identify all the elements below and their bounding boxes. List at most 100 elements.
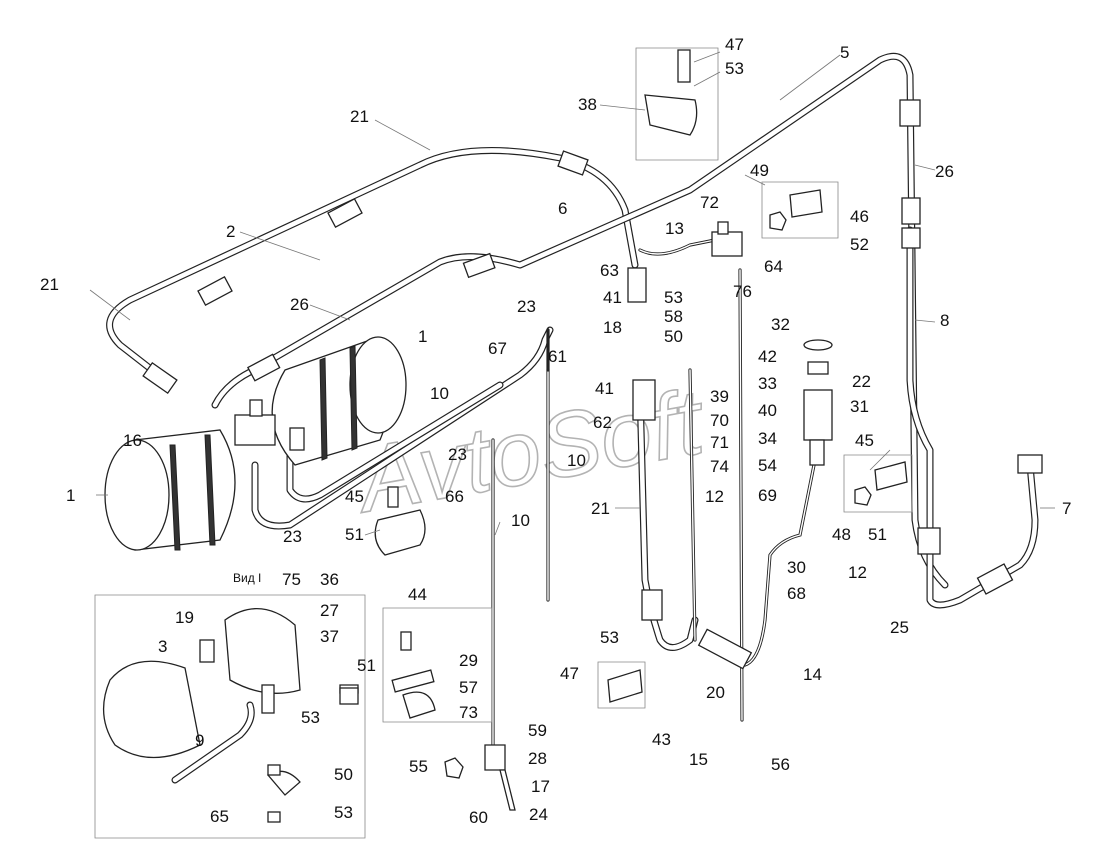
pipe-23 xyxy=(251,326,554,530)
callout-10: 10 xyxy=(511,511,530,530)
callout-53: 53 xyxy=(725,59,744,78)
callout-9: 9 xyxy=(195,731,204,750)
tube-10 xyxy=(491,328,550,747)
valve-assembly xyxy=(234,399,305,451)
callout-45: 45 xyxy=(345,487,364,506)
callout-10: 10 xyxy=(567,451,586,470)
callout-labels: 47 53 5 38 21 26 49 72 6 13 46 52 2 63 6… xyxy=(40,35,1071,827)
callout-1: 1 xyxy=(66,486,75,505)
callout-24: 24 xyxy=(529,805,548,824)
callout-59: 59 xyxy=(528,721,547,740)
callout-50: 50 xyxy=(334,765,353,784)
tube-39 xyxy=(688,368,697,642)
callout-32: 32 xyxy=(771,315,790,334)
callout-39: 39 xyxy=(710,387,729,406)
callout-74: 74 xyxy=(710,457,729,476)
valve-64 xyxy=(711,221,743,257)
callout-23: 23 xyxy=(517,297,536,316)
callout-60: 60 xyxy=(469,808,488,827)
callout-44: 44 xyxy=(408,585,427,604)
callout-34: 34 xyxy=(758,429,777,448)
callout-68: 68 xyxy=(787,584,806,603)
callout-57: 57 xyxy=(459,678,478,697)
callout-43: 43 xyxy=(652,730,671,749)
callout-71: 71 xyxy=(710,433,729,452)
callout-53: 53 xyxy=(664,288,683,307)
callout-17: 17 xyxy=(531,777,550,796)
callout-6: 6 xyxy=(558,199,567,218)
callout-20: 20 xyxy=(706,683,725,702)
callout-47: 47 xyxy=(725,35,744,54)
callout-21: 21 xyxy=(350,107,369,126)
callout-62: 62 xyxy=(593,413,612,432)
callout-21: 21 xyxy=(591,499,610,518)
view-label: Вид I xyxy=(233,571,261,585)
callout-51: 51 xyxy=(345,525,364,544)
callout-13: 13 xyxy=(665,219,684,238)
tube-13 xyxy=(638,238,717,256)
callout-75: 75 xyxy=(282,570,301,589)
callout-10: 10 xyxy=(430,384,449,403)
callout-47: 47 xyxy=(560,664,579,683)
callout-76: 76 xyxy=(733,282,752,301)
callout-33: 33 xyxy=(758,374,777,393)
callout-26: 26 xyxy=(935,162,954,181)
pipe-8-25 xyxy=(906,226,1039,609)
callout-45: 45 xyxy=(855,431,874,450)
callout-28: 28 xyxy=(528,749,547,768)
callout-48: 48 xyxy=(832,525,851,544)
callout-21: 21 xyxy=(40,275,59,294)
tank-1-left xyxy=(104,429,236,551)
callout-38: 38 xyxy=(578,95,597,114)
callout-50: 50 xyxy=(664,327,683,346)
callout-70: 70 xyxy=(710,411,729,430)
callout-12: 12 xyxy=(848,563,867,582)
callout-29: 29 xyxy=(459,651,478,670)
callout-53: 53 xyxy=(301,708,320,727)
callout-46: 46 xyxy=(850,207,869,226)
view-i-inset xyxy=(94,594,366,839)
callout-65: 65 xyxy=(210,807,229,826)
bolt-parts xyxy=(339,49,908,811)
leader-lines xyxy=(89,51,1055,536)
callout-15: 15 xyxy=(689,750,708,769)
callout-37: 37 xyxy=(320,627,339,646)
tube-12-56 xyxy=(738,268,817,722)
pipe-fittings xyxy=(142,99,1043,621)
callout-12: 12 xyxy=(705,487,724,506)
callout-23: 23 xyxy=(283,527,302,546)
callout-2: 2 xyxy=(226,222,235,241)
hose-14 xyxy=(697,628,753,670)
callout-25: 25 xyxy=(890,618,909,637)
callout-40: 40 xyxy=(758,401,777,420)
callout-26: 26 xyxy=(290,295,309,314)
callout-55: 55 xyxy=(409,757,428,776)
callout-23: 23 xyxy=(448,445,467,464)
filter-31 xyxy=(803,339,833,466)
callout-5: 5 xyxy=(840,43,849,62)
callout-53: 53 xyxy=(334,803,353,822)
pipe-2-21 xyxy=(106,147,639,384)
callout-18: 18 xyxy=(603,318,622,337)
callout-19: 19 xyxy=(175,608,194,627)
callout-58: 58 xyxy=(664,307,683,326)
callout-27: 27 xyxy=(320,601,339,620)
callout-7: 7 xyxy=(1062,499,1071,518)
callout-53: 53 xyxy=(600,628,619,647)
callout-64: 64 xyxy=(764,257,783,276)
clamp-boxes xyxy=(382,47,913,723)
callout-56: 56 xyxy=(771,755,790,774)
callout-54: 54 xyxy=(758,456,777,475)
callout-66: 66 xyxy=(445,487,464,506)
callout-67: 67 xyxy=(488,339,507,358)
callout-31: 31 xyxy=(850,397,869,416)
callout-69: 69 xyxy=(758,486,777,505)
callout-52: 52 xyxy=(850,235,869,254)
callout-30: 30 xyxy=(787,558,806,577)
callout-41: 41 xyxy=(595,379,614,398)
callout-51: 51 xyxy=(868,525,887,544)
callout-63: 63 xyxy=(600,261,619,280)
callout-16: 16 xyxy=(123,431,142,450)
callout-1: 1 xyxy=(418,327,427,346)
